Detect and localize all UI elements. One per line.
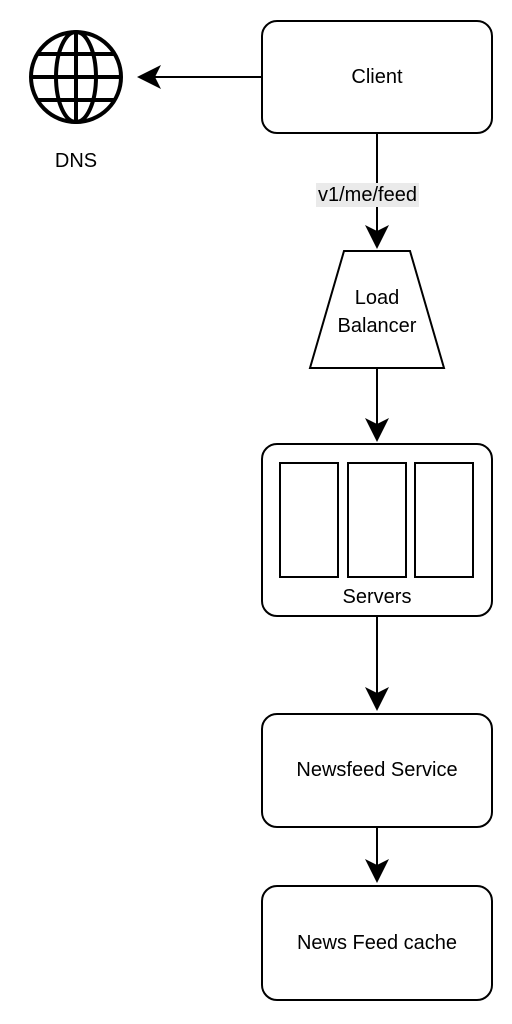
client-label: Client xyxy=(351,65,403,88)
load-balancer-shape xyxy=(308,250,446,369)
news-feed-cache-label: News Feed cache xyxy=(296,931,458,954)
load-balancer-label-line2: Balancer xyxy=(337,315,417,337)
server-slot-3 xyxy=(414,462,474,578)
load-balancer-label-line1: Load xyxy=(354,287,400,309)
server-slot-2 xyxy=(347,462,407,578)
newsfeed-service-label: Newsfeed Service xyxy=(296,759,458,781)
dns-label: DNS xyxy=(54,150,98,172)
edge-label-client-loadbalancer: v1/me/feed xyxy=(316,183,419,207)
newsfeed-service-node[interactable]: Newsfeed Service xyxy=(261,713,493,828)
servers-label: Servers xyxy=(342,586,412,608)
load-balancer-label: Load Balancer xyxy=(317,284,437,340)
globe-icon xyxy=(29,30,123,124)
server-slot-1 xyxy=(279,462,339,578)
news-feed-cache-node[interactable]: News Feed cache xyxy=(261,885,493,1001)
client-node[interactable]: Client xyxy=(261,20,493,134)
